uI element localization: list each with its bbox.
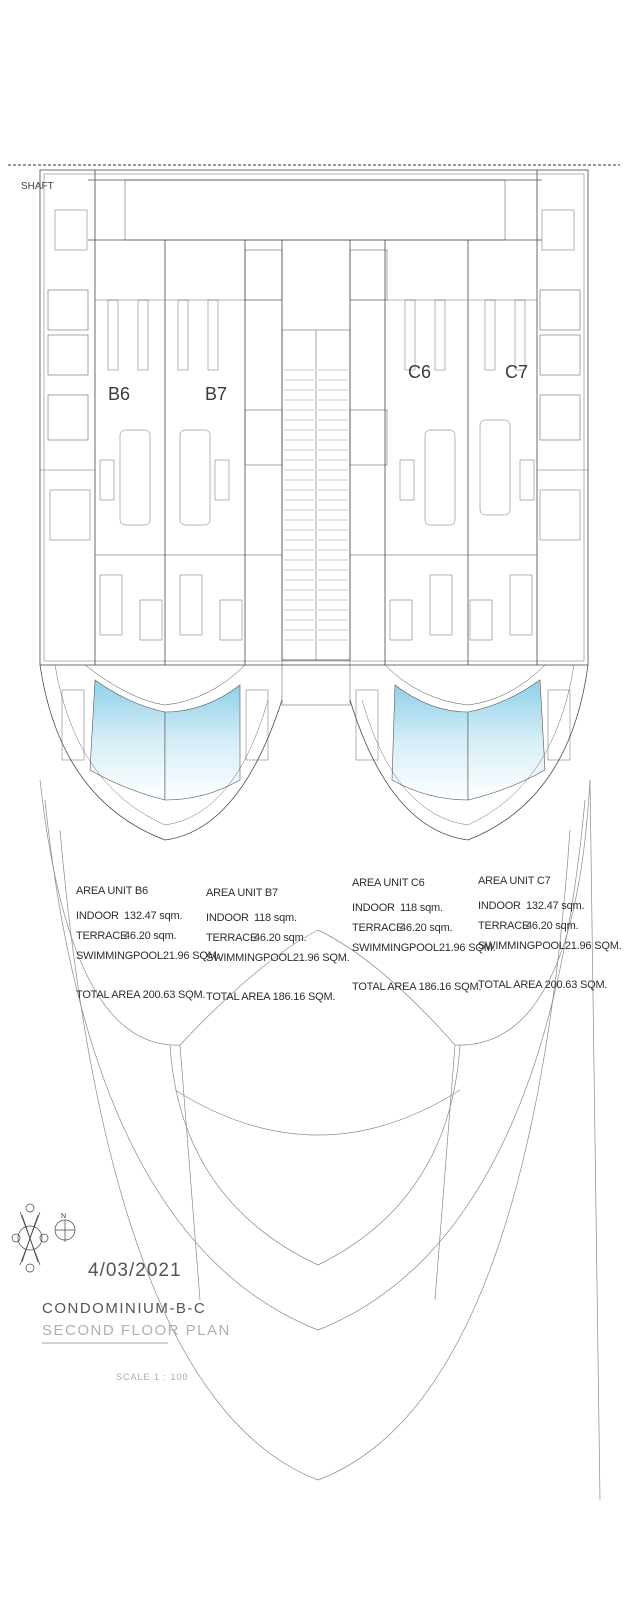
- swimming-pool-c6: [391, 684, 469, 801]
- sheet-title: SECOND FLOOR PLAN: [42, 1322, 231, 1339]
- unit-label-c7: C7: [505, 362, 528, 382]
- pool-value: SWIMMINGPOOL21.96 SQM.: [352, 942, 496, 954]
- unit-label-b7: B7: [205, 384, 227, 404]
- unit-label-b6: B6: [108, 384, 130, 404]
- total-area: TOTAL AREA 200.63 SQM.: [76, 989, 206, 1001]
- indoor-value: 132.47 sqm.: [526, 900, 585, 912]
- swimming-pool-b6: [89, 679, 166, 801]
- terrace-value: 46.20 sqm.: [400, 922, 453, 934]
- indoor-label: INDOOR: [478, 900, 521, 912]
- terrace-label: TERRACE: [76, 930, 128, 942]
- drawing-scale: SCALE 1 : 100: [116, 1372, 189, 1382]
- building-outline: [39, 169, 589, 666]
- area-title: AREA UNIT B7: [206, 887, 278, 899]
- terrace-label: TERRACE: [478, 920, 530, 932]
- indoor-label: INDOOR: [352, 902, 395, 914]
- indoor-value: 118 sqm.: [254, 912, 297, 924]
- unit-label-c6: C6: [408, 362, 431, 382]
- pool-value: SWIMMINGPOOL21.96 SQM.: [478, 940, 622, 952]
- pool-value: SWIMMINGPOOL21.96 SQM.: [76, 950, 220, 962]
- indoor-label: INDOOR: [76, 910, 119, 922]
- area-title: AREA UNIT C6: [352, 877, 425, 889]
- compass-rose-icon: [11, 1203, 49, 1273]
- indoor-label: INDOOR: [206, 912, 249, 924]
- drawing-date: 4/03/2021: [88, 1260, 182, 1281]
- terrace-label: TERRACE: [206, 932, 258, 944]
- area-title: AREA UNIT C7: [478, 875, 551, 887]
- terrace-value: 46.20 sqm.: [254, 932, 307, 944]
- swimming-pool-c7: [467, 679, 546, 801]
- indoor-value: 118 sqm.: [400, 902, 443, 914]
- swimming-pool-b7: [164, 684, 241, 801]
- indoor-value: 132.47 sqm.: [124, 910, 183, 922]
- north-arrow-icon: [54, 1219, 76, 1242]
- terrace-label: TERRACE: [352, 922, 404, 934]
- total-area: TOTAL AREA 186.16 SQM.: [206, 991, 336, 1003]
- project-title: CONDOMINIUM-B-C: [42, 1300, 207, 1317]
- north-label: N: [61, 1213, 66, 1220]
- total-area: TOTAL AREA 200.63 SQM.: [478, 979, 608, 991]
- pool-value: SWIMMINGPOOL21.96 SQM.: [206, 952, 350, 964]
- terrace-value: 46.20 sqm.: [526, 920, 579, 932]
- area-title: AREA UNIT B6: [76, 885, 148, 897]
- total-area: TOTAL AREA 186.16 SQM.: [352, 981, 482, 993]
- terrace-value: 46.20 sqm.: [124, 930, 177, 942]
- shaft-label: SHAFT: [21, 181, 54, 192]
